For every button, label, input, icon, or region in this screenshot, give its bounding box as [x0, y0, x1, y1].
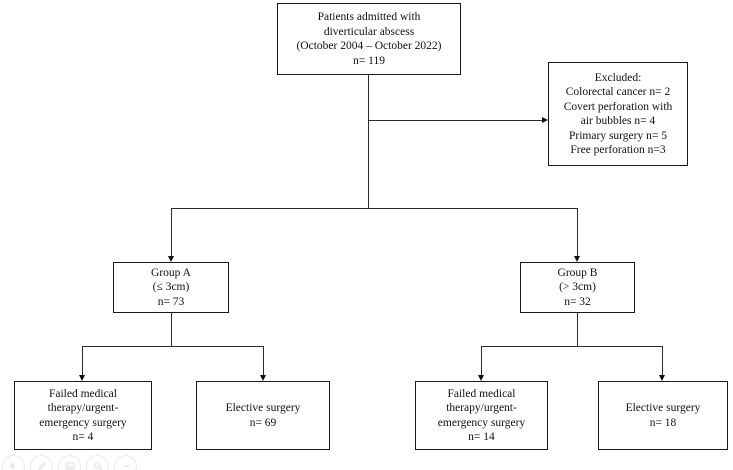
- connector-group-a-to-elective: [263, 346, 264, 375]
- minus-icon: [121, 461, 131, 470]
- draw-tool-button[interactable]: [30, 454, 53, 470]
- select-tool-button[interactable]: [2, 454, 25, 470]
- arrow-group-a-to-failed: [79, 375, 85, 381]
- node-patients-admitted: Patients admitted with diverticular absc…: [277, 3, 461, 75]
- node-group-b-label: Group B (> 3cm) n= 32: [557, 266, 598, 308]
- node-excluded-label: Excluded: Colorectal cancer n= 2 Covert …: [563, 71, 673, 157]
- node-group-b-failed-medical-therapy-label: Failed medical therapy/urgent- emergency…: [437, 387, 526, 444]
- node-group-a-failed-medical-therapy-label: Failed medical therapy/urgent- emergency…: [39, 387, 127, 444]
- node-patients-admitted-label: Patients admitted with diverticular absc…: [296, 11, 442, 67]
- arrow-group-b-to-elective: [659, 375, 665, 381]
- node-excluded: Excluded: Colorectal cancer n= 2 Covert …: [548, 62, 688, 166]
- arrow-to-group-a: [168, 256, 174, 262]
- connector-group-a-descender: [171, 313, 172, 346]
- arrow-to-group-b: [574, 256, 580, 262]
- connector-group-split-bar: [171, 208, 578, 209]
- zoom-in-tool-button[interactable]: [86, 454, 109, 470]
- connector-to-group-b: [577, 208, 578, 256]
- node-group-b-failed-medical-therapy: Failed medical therapy/urgent- emergency…: [415, 381, 548, 450]
- node-group-a: Group A (≤ 3cm) n= 73: [113, 262, 229, 313]
- pencil-icon: [37, 461, 47, 470]
- search-icon: [93, 461, 103, 470]
- node-group-b-elective-surgery: Elective surgery n= 18: [598, 381, 728, 450]
- node-group-a-elective-surgery-label: Elective surgery n= 69: [225, 402, 301, 429]
- connector-admitted-spine: [368, 75, 369, 208]
- connector-to-group-a: [171, 208, 172, 256]
- connector-group-b-to-elective: [662, 346, 663, 375]
- node-group-a-label: Group A (≤ 3cm) n= 73: [151, 266, 191, 308]
- image-tool-button[interactable]: [58, 454, 81, 470]
- image-icon: [64, 461, 75, 470]
- node-group-a-failed-medical-therapy: Failed medical therapy/urgent- emergency…: [14, 381, 152, 450]
- connector-to-excluded: [368, 120, 542, 121]
- connector-group-b-descender: [577, 313, 578, 346]
- node-group-b: Group B (> 3cm) n= 32: [520, 262, 635, 313]
- node-group-b-elective-surgery-label: Elective surgery n= 18: [625, 402, 701, 429]
- viewer-toolbar[interactable]: [0, 453, 162, 470]
- connector-group-b-split-bar: [481, 346, 663, 347]
- zoom-out-tool-button[interactable]: [114, 454, 137, 470]
- connector-group-b-to-failed: [481, 346, 482, 375]
- node-group-a-elective-surgery: Elective surgery n= 69: [196, 381, 330, 450]
- arrow-group-a-to-elective: [260, 375, 266, 381]
- arrow-to-excluded: [542, 117, 548, 123]
- connector-group-a-to-failed: [82, 346, 83, 375]
- pointer-icon: [9, 462, 18, 470]
- arrow-group-b-to-failed: [478, 375, 484, 381]
- connector-group-a-split-bar: [82, 346, 263, 347]
